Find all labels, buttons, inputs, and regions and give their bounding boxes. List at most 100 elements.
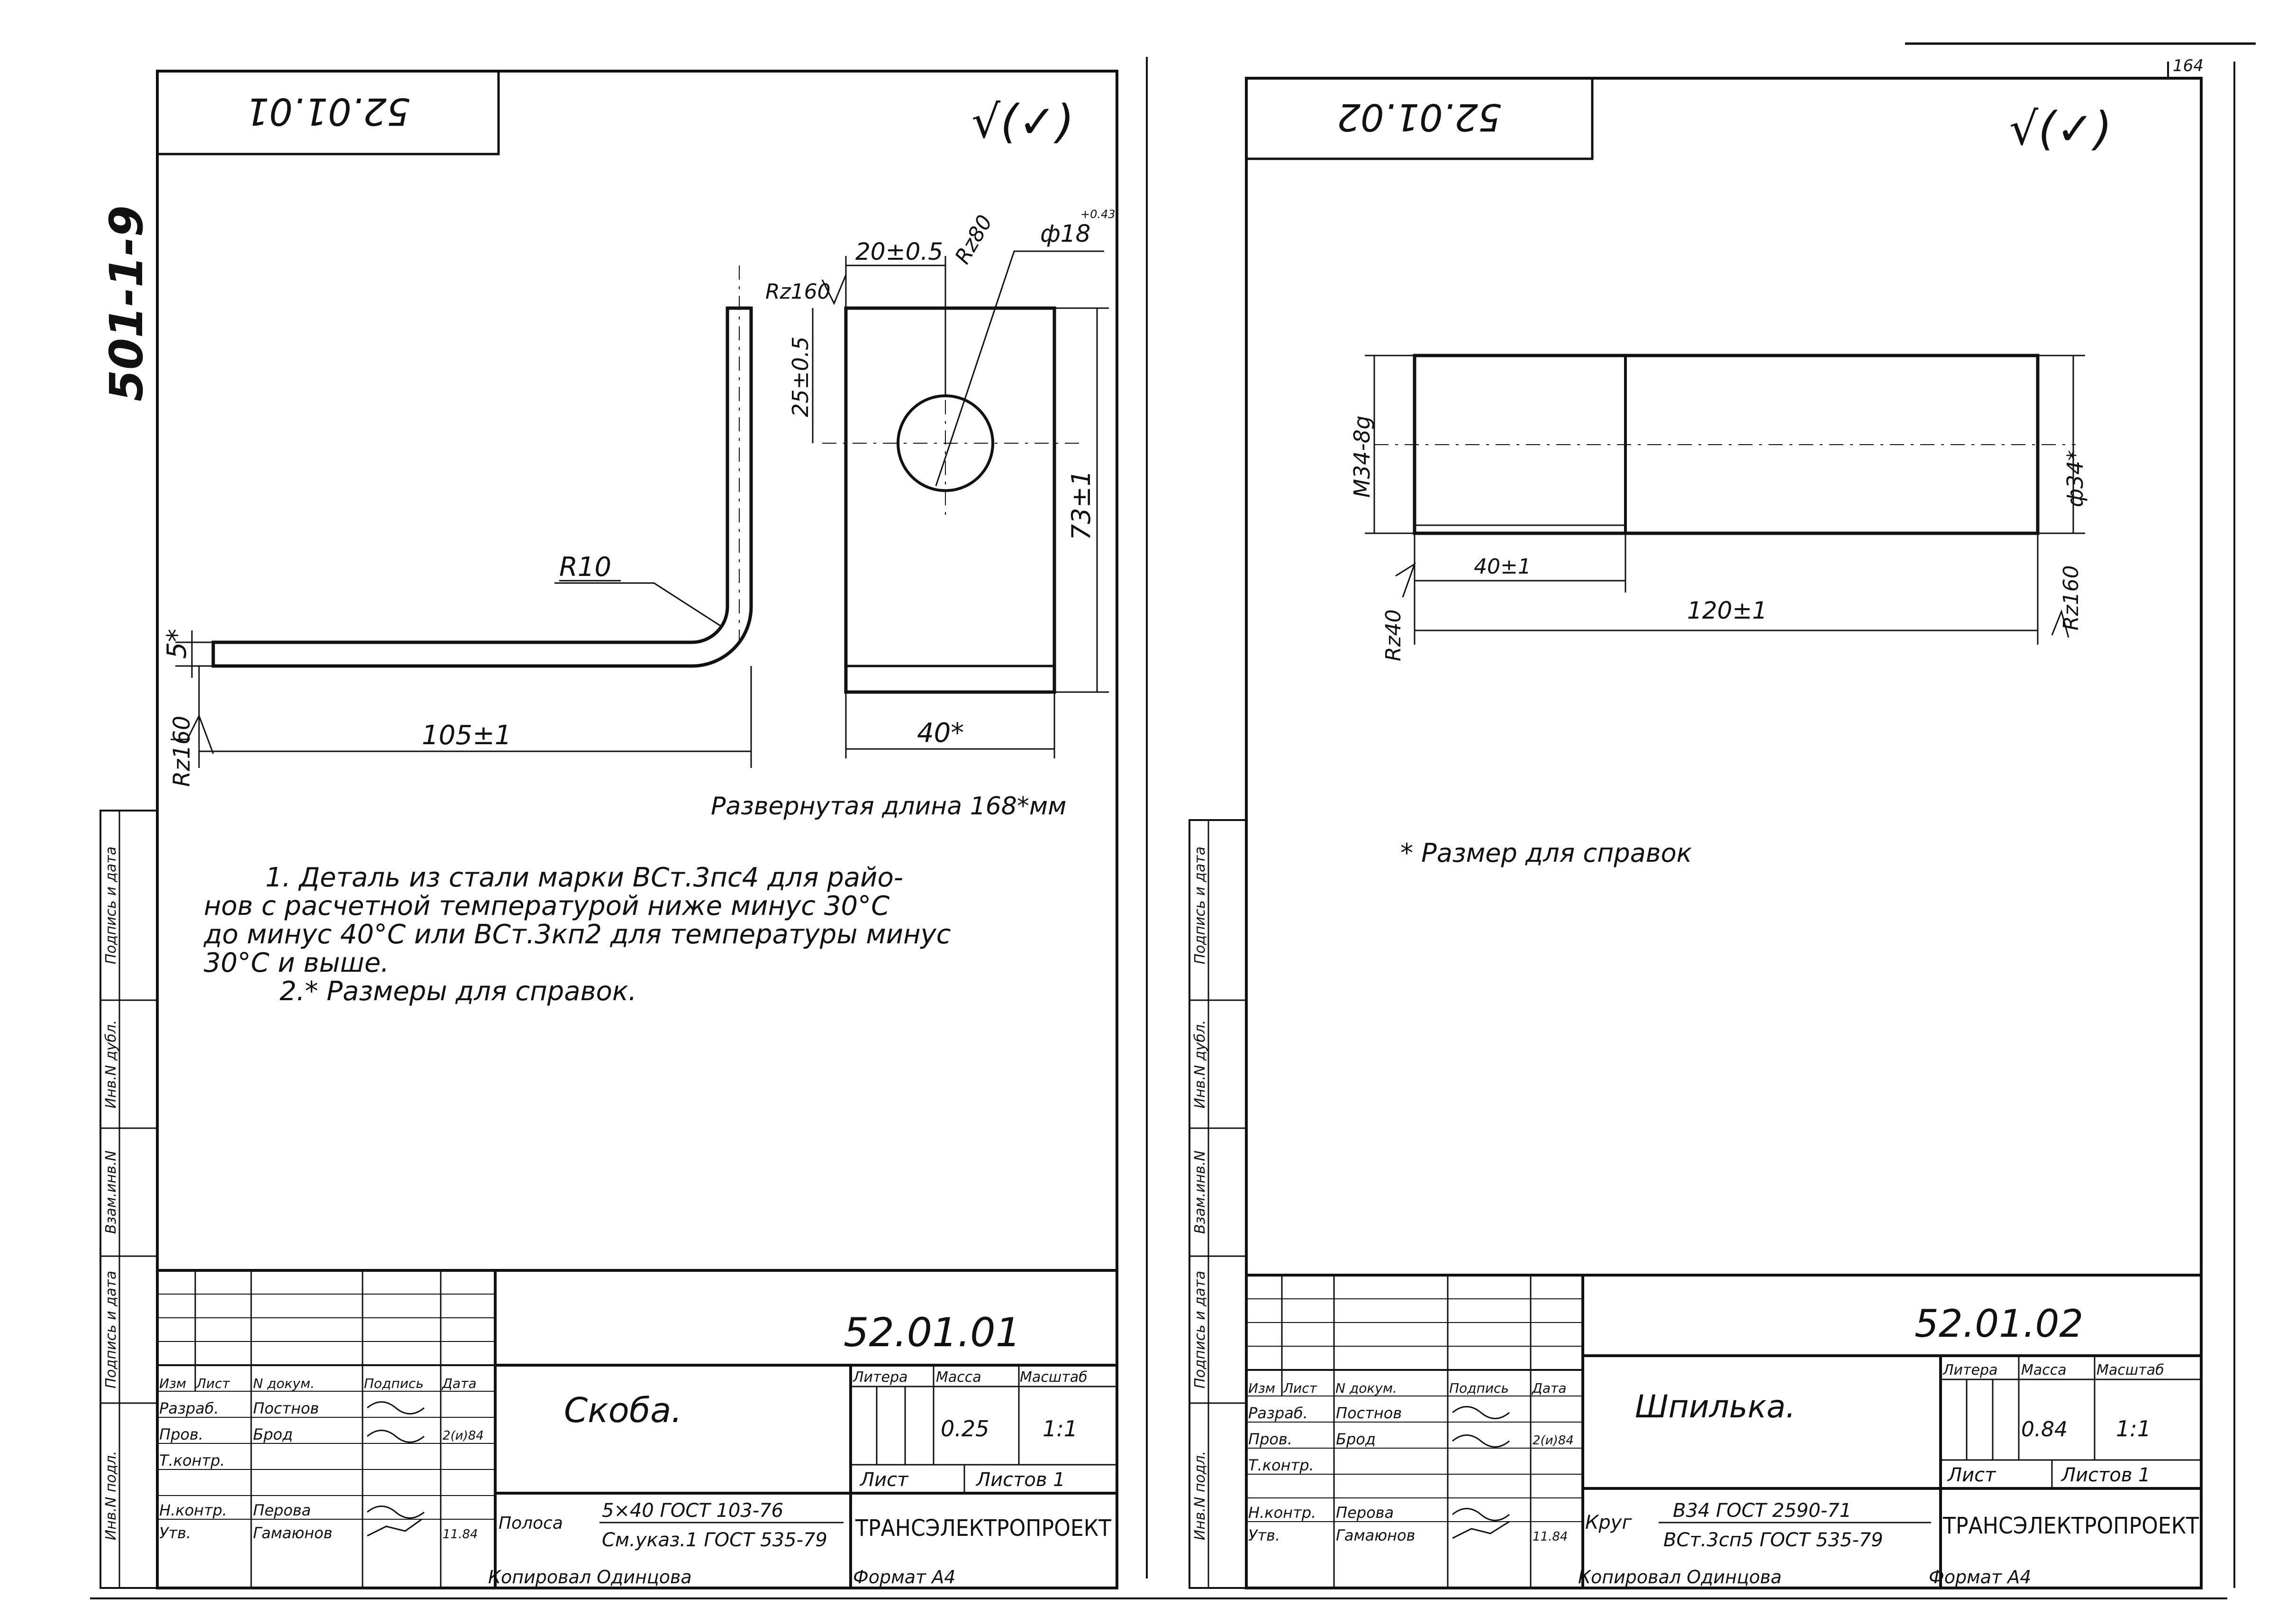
material-grade: ВСт.3сп5 ГОСТ 535-79 — [1663, 1529, 1883, 1551]
col-header: Лист — [196, 1376, 230, 1391]
col-header: N докум. — [253, 1376, 315, 1391]
material-prefix: Полоса — [499, 1514, 563, 1533]
person-name: Постнов — [253, 1399, 319, 1417]
role-label: Разраб. — [159, 1399, 219, 1417]
role-label: Утв. — [159, 1524, 191, 1542]
dim-hole-dia: ф18 — [1040, 220, 1090, 247]
designation-box — [156, 70, 500, 155]
dim-diameter: ф34* — [2062, 450, 2088, 507]
col-header: Дата — [441, 1376, 477, 1391]
mirrored-designation: 52.01.02 — [1337, 95, 1501, 138]
sheet-right: 52.01.02 √(✓) М34-8g ф34* 40±1 120±1 Rz4… — [1245, 62, 2235, 1589]
material-spec: В34 ГОСТ 2590-71 — [1673, 1500, 1851, 1522]
person-name: Постнов — [1336, 1404, 1402, 1422]
dim-length: 105±1 — [422, 720, 511, 751]
mass-header: Масса — [2021, 1362, 2067, 1378]
mirrored-designation: 52.01.01 — [245, 90, 410, 132]
person-name: Брод — [253, 1425, 293, 1443]
side-stamp-right: Инв.N подл. Подпись и дата Взам.инв.N Ин… — [1189, 819, 1247, 1589]
dim-ra-right: Rz160 — [2059, 565, 2083, 630]
dim-hole-offset: 20±0.5 — [855, 238, 943, 265]
bracket-front-view: 20±0.5 25±0.5 73±1 40* ф18 +0.43 Rz80 Rz… — [765, 208, 1116, 758]
role-label: Т.контр. — [1248, 1456, 1314, 1474]
col-header: N докум. — [1335, 1380, 1397, 1396]
scale-value: 1:1 — [2116, 1416, 2151, 1442]
part-name: Шпилька. — [1635, 1388, 1796, 1425]
role-label: Разраб. — [1248, 1404, 1308, 1422]
scale-value: 1:1 — [1043, 1416, 1078, 1442]
signature — [1452, 1434, 1510, 1448]
dim-ra-top: Rz160 — [765, 280, 831, 304]
mass-value: 0.25 — [941, 1416, 989, 1442]
paper-format: Формат А4 — [853, 1567, 955, 1588]
title-designation: 52.01.01 — [844, 1309, 1021, 1356]
litera-header: Литера — [853, 1369, 908, 1386]
sheets-count: Листов 1 — [2060, 1464, 2151, 1486]
company-name: ТРАНСЭЛЕКТРОПРОЕКТ — [1942, 1513, 2199, 1539]
unrolled-length: Развернутая длина 168*мм — [711, 792, 1066, 821]
dim-ra-hole: Rz80 — [950, 211, 997, 268]
litera-header: Литера — [1942, 1362, 1997, 1378]
dim-width: 40* — [917, 718, 964, 748]
part-name: Скоба. — [564, 1390, 682, 1430]
sheet-label: Лист — [1947, 1464, 1997, 1486]
person-name: Перова — [1336, 1504, 1394, 1522]
material-prefix: Круг — [1585, 1512, 1632, 1533]
person-name: Брод — [1336, 1430, 1376, 1448]
dim-thread: М34-8g — [1349, 416, 1375, 498]
copied-by: Копировал Одинцова — [488, 1567, 692, 1588]
role-label: Пров. — [1248, 1430, 1292, 1448]
signature — [367, 1401, 425, 1414]
person-name: Гамаюнов — [253, 1524, 332, 1542]
col-header: Изм — [159, 1376, 186, 1391]
sheet-frame — [1245, 77, 2203, 1589]
scale-header: Масштаб — [1020, 1369, 1088, 1386]
stamp-label: Инв.N дубл. — [103, 1020, 119, 1109]
sheet-frame — [156, 70, 1118, 1589]
stamp-label: Инв.N подл. — [103, 1451, 119, 1541]
company-name: ТРАНСЭЛЕКТРОПРОЕКТ — [855, 1515, 1112, 1542]
note-line: нов с расчетной температурой ниже минус … — [204, 891, 889, 921]
title-block-left: Изм Лист N докум. Подпись Дата Разраб. П… — [157, 1269, 1117, 1588]
stamp-label: Подпись и дата — [1192, 1271, 1208, 1389]
stud-view: М34-8g ф34* 40±1 120±1 Rz40 Rz160 — [1349, 354, 2088, 661]
signature — [367, 1430, 425, 1443]
date-value: 11.84 — [443, 1527, 478, 1542]
dim-height: 73±1 — [1066, 470, 1096, 540]
note-line: * Размер для справок — [1400, 838, 1692, 868]
signature — [367, 1505, 425, 1519]
role-label: Пров. — [159, 1425, 203, 1443]
note-line: 30°С и выше. — [204, 948, 389, 978]
dim-hole-from-top: 25±0.5 — [788, 337, 813, 417]
dim-bend-radius: R10 — [559, 552, 611, 583]
stamp-label: Взам.инв.N — [1192, 1150, 1208, 1234]
col-header: Подпись — [364, 1376, 424, 1391]
note-line: до минус 40°С или ВСт.3кп2 для температу… — [203, 919, 951, 950]
signature — [1452, 1508, 1510, 1521]
sheet-number: 164 — [2173, 56, 2204, 75]
stamp-label: Подпись и дата — [1192, 847, 1208, 965]
scale-header: Масштаб — [2096, 1362, 2164, 1378]
designation-box — [1245, 77, 1594, 160]
col-header: Лист — [1283, 1380, 1317, 1396]
title-designation: 52.01.02 — [1915, 1302, 2083, 1346]
col-header: Дата — [1531, 1380, 1567, 1396]
roughness-mark: √(✓) — [2009, 102, 2112, 155]
paper-format: Формат А4 — [1929, 1567, 2031, 1588]
signature — [1452, 1406, 1510, 1419]
sheets-count: Листов 1 — [975, 1469, 1065, 1491]
mass-value: 0.84 — [2021, 1417, 2068, 1442]
sheet-label: Лист — [859, 1469, 909, 1491]
signature — [1452, 1521, 1510, 1539]
stamp-label: Инв.N дубл. — [1192, 1020, 1208, 1109]
date-value: 11.84 — [1533, 1530, 1568, 1544]
roughness-mark: √(✓) — [971, 95, 1074, 148]
bracket-side-view: R10 105±1 5* Rz160 — [162, 265, 753, 787]
date-value: 2(и)84 — [443, 1429, 484, 1443]
person-name: Перова — [253, 1501, 311, 1519]
dim-thread-length: 40±1 — [1474, 555, 1531, 579]
role-label: Т.контр. — [159, 1451, 225, 1469]
role-label: Утв. — [1248, 1526, 1280, 1544]
series-code: 501-1-9 — [100, 205, 153, 401]
